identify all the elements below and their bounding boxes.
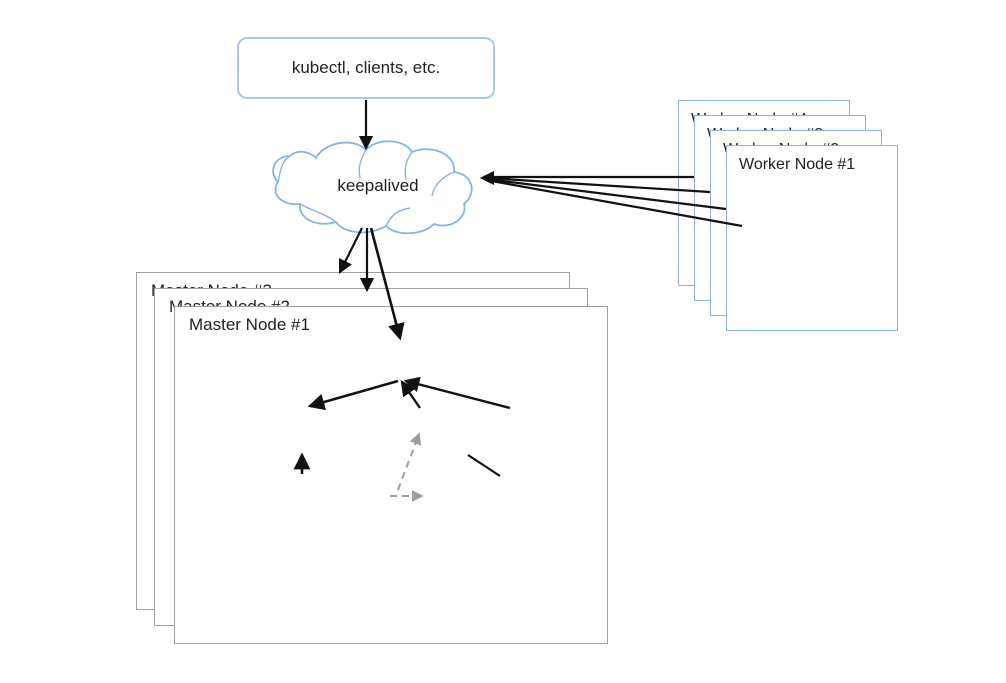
worker-node-stack: Worker Node #4 Worker Node #3 Worker Nod… bbox=[678, 100, 908, 331]
clients-label: kubectl, clients, etc. bbox=[291, 58, 441, 77]
keepalived-cloud[interactable]: keepalived bbox=[250, 136, 494, 236]
master-node-stack: Master Node #3 Master Node #2 Master Nod… bbox=[136, 272, 616, 652]
edge-worker3-to-keepalived bbox=[485, 176, 711, 194]
worker-node-label-1: Worker Node #1 bbox=[739, 156, 856, 173]
clients-box[interactable]: kubectl, clients, etc. bbox=[237, 37, 495, 99]
worker-node-card-1[interactable]: Worker Node #1 bbox=[726, 145, 898, 331]
master-node-label-1: Master Node #1 bbox=[189, 315, 310, 334]
keepalived-label: keepalived bbox=[337, 176, 419, 195]
master-node-card-1[interactable]: Master Node #1 bbox=[174, 306, 608, 644]
cloud-icon bbox=[272, 140, 473, 235]
